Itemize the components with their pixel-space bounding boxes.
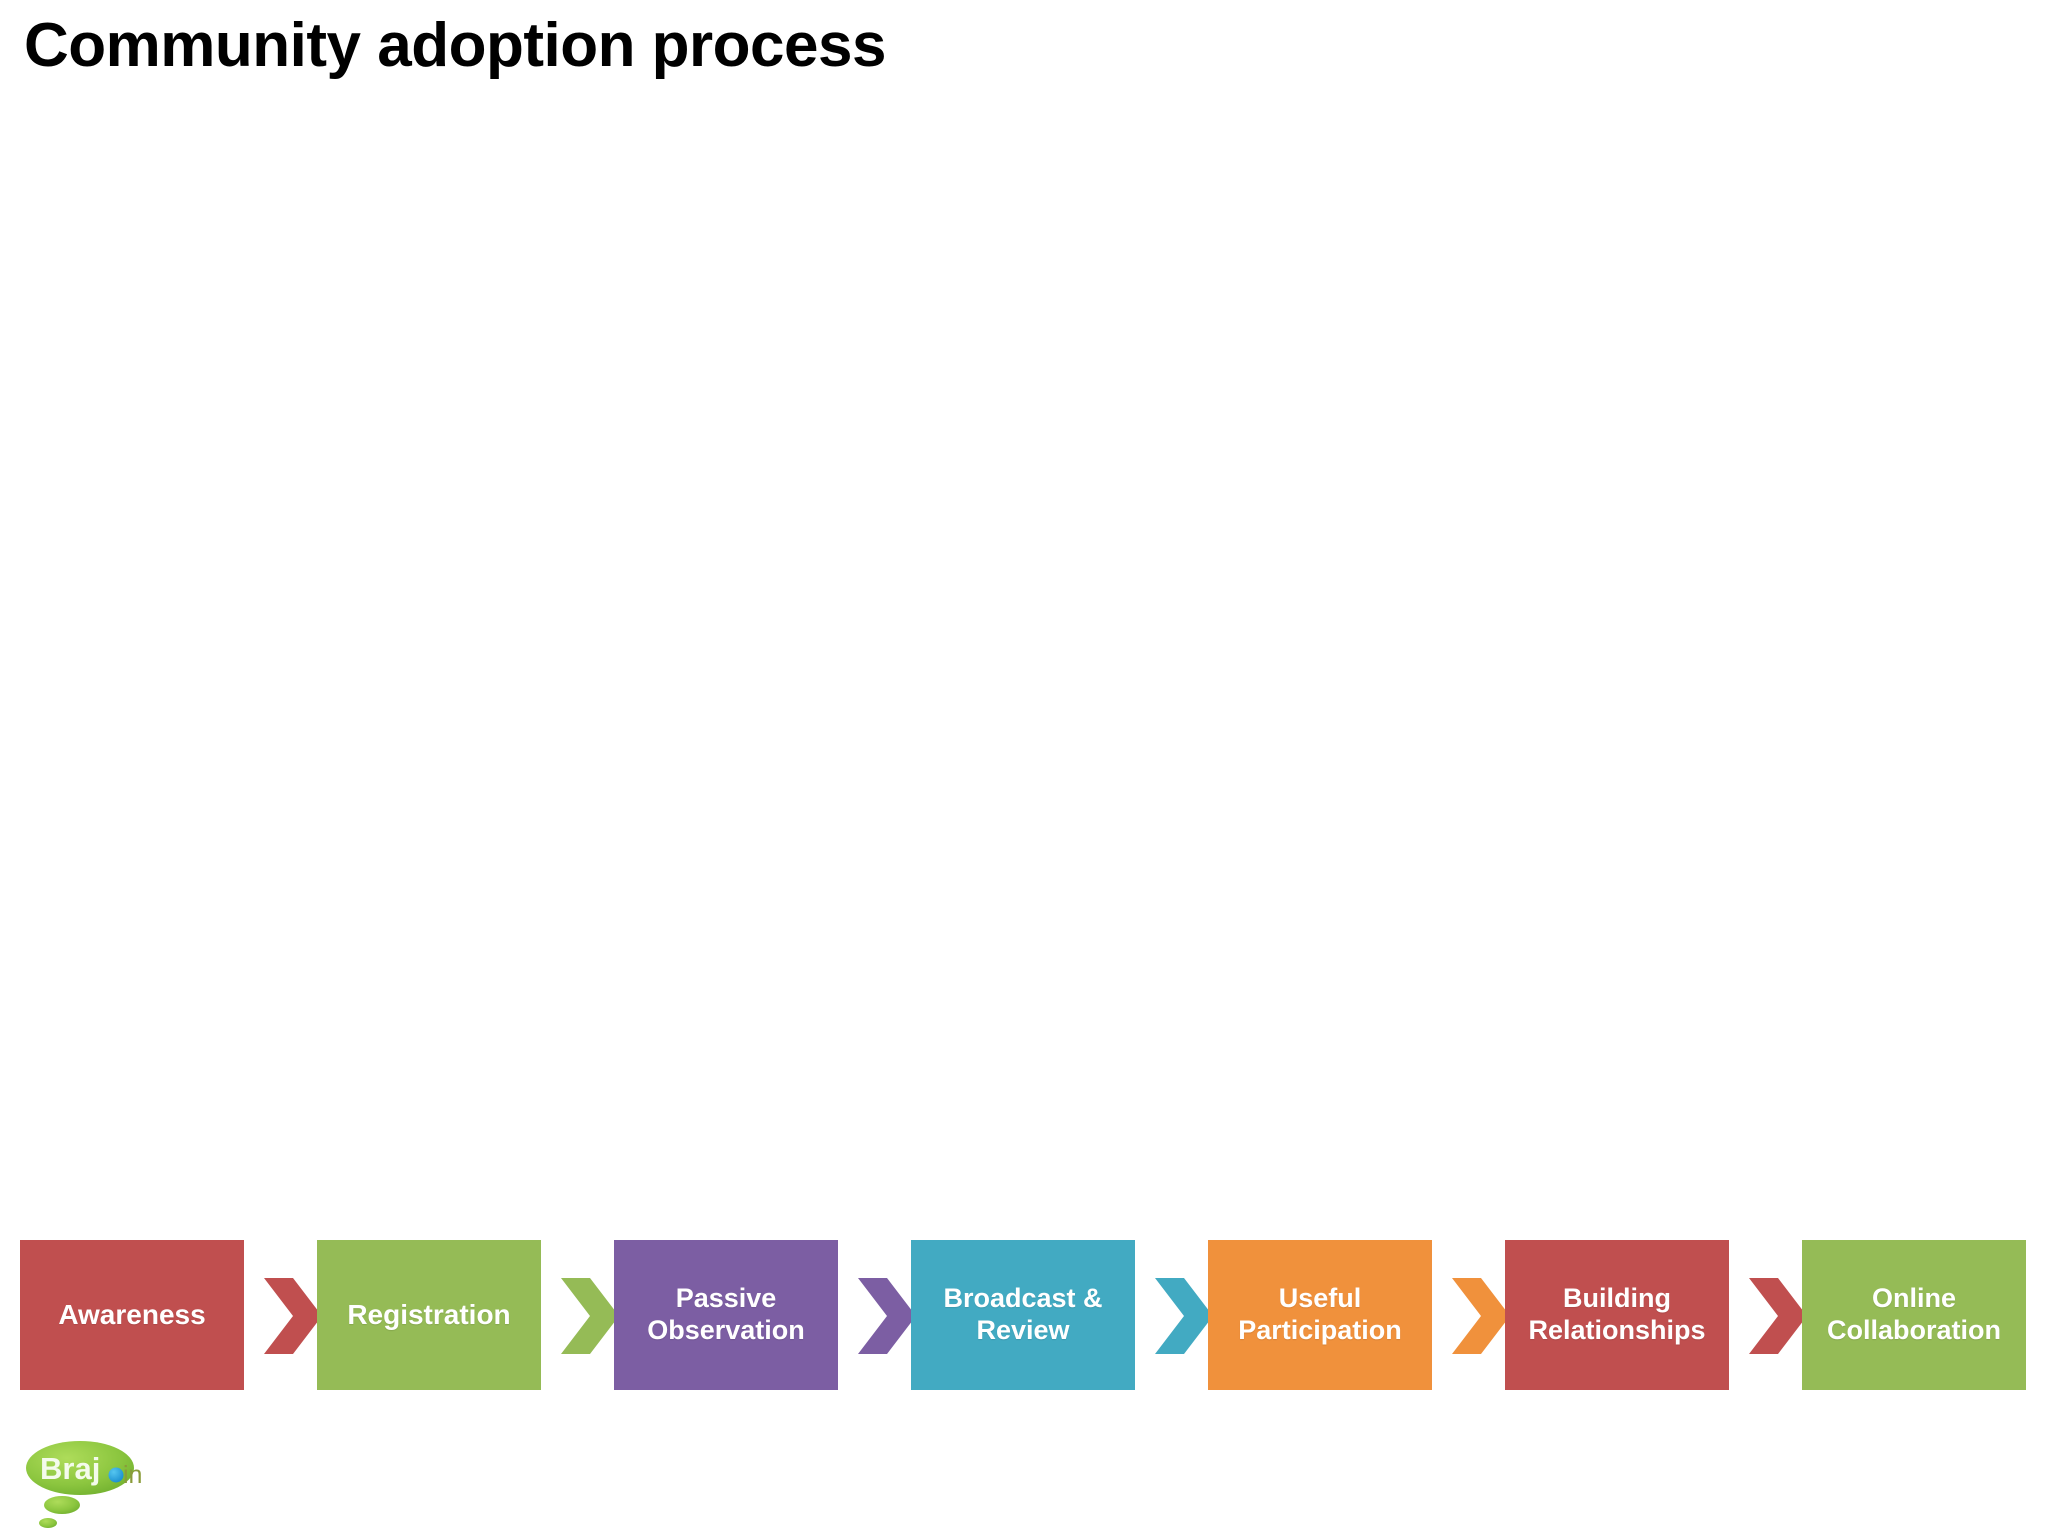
page-title: Community adoption process xyxy=(24,11,886,80)
process-step-awareness[interactable]: Awareness xyxy=(20,1240,244,1390)
logo-dot-icon xyxy=(108,1467,124,1483)
process-step-label: Useful Participation xyxy=(1238,1283,1402,1345)
process-step-online-collaboration[interactable]: Online Collaboration xyxy=(1802,1240,2026,1390)
process-connector-2 xyxy=(561,1278,619,1354)
process-connector-6 xyxy=(1749,1278,1807,1354)
process-connector-1 xyxy=(264,1278,322,1354)
process-step-label: Building Relationships xyxy=(1528,1283,1706,1345)
logo-bubble-medium xyxy=(44,1496,80,1514)
process-step-registration[interactable]: Registration xyxy=(317,1240,541,1390)
brajin-logo: Braj in xyxy=(18,1436,198,1532)
process-step-passive-observation[interactable]: Passive Observation xyxy=(614,1240,838,1390)
logo-text-secondary: in xyxy=(123,1461,142,1489)
process-chain: Awareness Registration Passive Observati… xyxy=(20,1240,2028,1392)
process-step-building-relationships[interactable]: Building Relationships xyxy=(1505,1240,1729,1390)
logo-bubble-main xyxy=(26,1441,134,1495)
process-step-label: Online Collaboration xyxy=(1827,1283,2001,1345)
process-connector-3 xyxy=(858,1278,916,1354)
logo-bubble-small xyxy=(39,1518,57,1528)
logo-text-primary: Braj xyxy=(40,1451,100,1486)
process-step-label: Broadcast & Review xyxy=(943,1283,1103,1345)
process-step-label: Passive Observation xyxy=(647,1283,805,1345)
process-connector-4 xyxy=(1155,1278,1213,1354)
process-connector-5 xyxy=(1452,1278,1510,1354)
process-step-label: Awareness xyxy=(58,1299,206,1331)
process-step-broadcast-review[interactable]: Broadcast & Review xyxy=(911,1240,1135,1390)
process-step-useful-participation[interactable]: Useful Participation xyxy=(1208,1240,1432,1390)
process-step-label: Registration xyxy=(347,1299,511,1331)
